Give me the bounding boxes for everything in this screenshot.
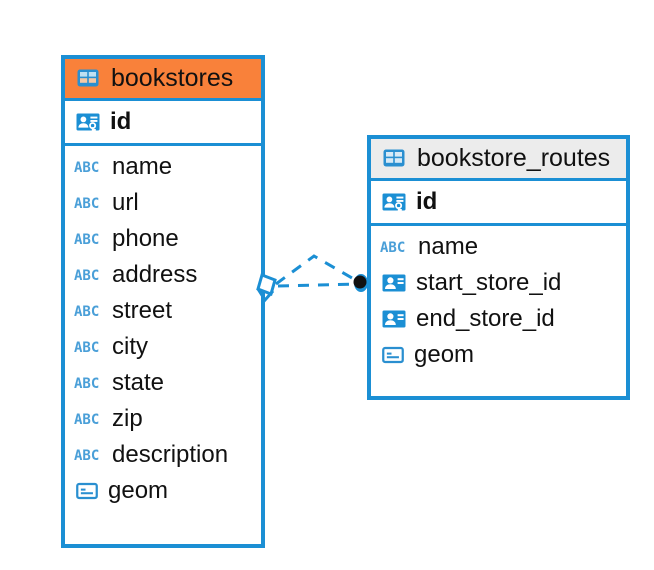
primary-key-icon [382,193,406,213]
field-row-street[interactable]: ABC street [65,293,261,329]
field-label: name [418,233,479,261]
geometry-type-icon [76,482,98,500]
entity-bookstores[interactable]: bookstores id ABC [61,55,265,548]
text-type-icon: ABC [74,196,99,212]
field-row-geom[interactable]: geom [371,337,626,373]
svg-text:ABC: ABC [380,240,405,256]
relationship-line-upper [275,254,360,286]
text-type-icon: ABC [74,448,99,464]
field-row-zip[interactable]: ABC zip [65,401,261,437]
field-label: address [112,261,198,289]
primary-key-section: id [371,178,626,226]
entity-header-bookstore-routes[interactable]: bookstore_routes [371,139,626,178]
field-label: city [112,333,148,361]
fields-section: ABC name start_store_id [371,226,626,377]
primary-key-icon [76,113,100,133]
field-row-id[interactable]: id [371,181,626,223]
field-row-geom[interactable]: geom [65,473,261,509]
svg-text:ABC: ABC [74,304,99,320]
field-label: url [112,189,139,217]
field-row-end-store-id[interactable]: end_store_id [371,301,626,337]
text-type-icon: ABC [74,376,99,392]
field-row-id[interactable]: id [65,101,261,143]
field-row-name[interactable]: ABC name [371,229,626,265]
text-type-icon: ABC [380,240,405,256]
field-label: state [112,369,165,397]
field-row-phone[interactable]: ABC phone [65,221,261,257]
svg-text:ABC: ABC [74,412,99,428]
field-row-url[interactable]: ABC url [65,185,261,221]
field-row-state[interactable]: ABC state [65,365,261,401]
field-row-description[interactable]: ABC description [65,437,261,473]
field-row-city[interactable]: ABC city [65,329,261,365]
field-label: id [416,188,438,216]
entity-title: bookstore_routes [417,143,611,172]
entity-title: bookstores [111,63,234,92]
text-type-icon: ABC [74,304,99,320]
field-label: geom [108,477,169,505]
svg-text:ABC: ABC [74,196,99,212]
relationship-connector[interactable] [252,238,382,322]
filled-circle-marker [353,274,368,292]
foreign-key-icon [382,310,406,328]
text-type-icon: ABC [74,412,99,428]
table-icon [383,149,405,167]
svg-text:ABC: ABC [74,160,99,176]
svg-text:ABC: ABC [74,376,99,392]
svg-text:ABC: ABC [74,232,99,248]
field-label: street [112,297,173,325]
field-label: zip [112,405,143,433]
field-row-start-store-id[interactable]: start_store_id [371,265,626,301]
relationship-line-lower [277,282,359,288]
foreign-key-icon [382,274,406,292]
field-row-address[interactable]: ABC address [65,257,261,293]
field-label: start_store_id [416,269,562,297]
field-label: end_store_id [416,305,555,333]
fields-section: ABC name ABC url ABC phone ABC [65,146,261,513]
field-label: description [112,441,229,469]
table-icon [77,69,99,87]
text-type-icon: ABC [74,232,99,248]
field-label: phone [112,225,179,253]
field-label: id [110,108,132,136]
text-type-icon: ABC [74,160,99,176]
field-label: geom [414,341,475,369]
field-row-name[interactable]: ABC name [65,149,261,185]
entity-header-bookstores[interactable]: bookstores [65,59,261,98]
svg-text:ABC: ABC [74,340,99,356]
text-type-icon: ABC [74,340,99,356]
svg-text:ABC: ABC [74,268,99,284]
field-label: name [112,153,173,181]
primary-key-section: id [65,98,261,146]
text-type-icon: ABC [74,268,99,284]
diamond-crowsfoot-marker [256,273,277,303]
entity-bookstore-routes[interactable]: bookstore_routes id ABC [367,135,630,400]
svg-text:ABC: ABC [74,448,99,464]
geometry-type-icon [382,346,404,364]
